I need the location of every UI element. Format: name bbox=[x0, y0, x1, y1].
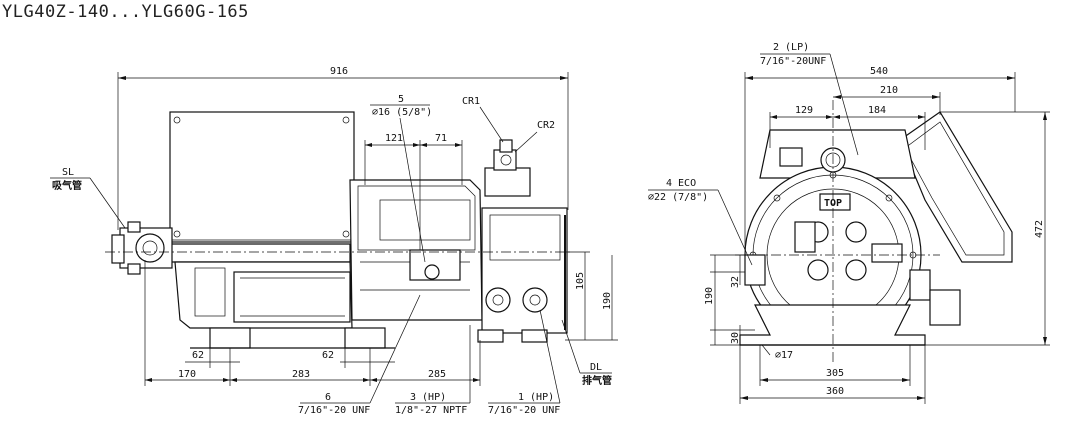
label-dl: DL bbox=[590, 362, 602, 373]
base-feet bbox=[739, 304, 926, 346]
label-c3-spec: 1/8"-27 NPTF bbox=[395, 405, 467, 416]
cr-valve-block bbox=[484, 167, 531, 197]
motor-housing-top bbox=[169, 243, 351, 263]
label-c1-num: 1 (HP) bbox=[518, 392, 554, 403]
label-c6-num: 6 bbox=[325, 392, 331, 403]
label-sl-cn: 吸气管 bbox=[52, 179, 82, 192]
top-badge bbox=[819, 193, 851, 211]
side-view bbox=[105, 111, 570, 349]
label-c3-num: 3 (HP) bbox=[410, 392, 446, 403]
label-c6-spec: 7/16"-20 UNF bbox=[298, 405, 370, 416]
dim-285: 285 bbox=[428, 369, 446, 380]
dim-121: 121 bbox=[385, 133, 403, 144]
dim-283: 283 bbox=[292, 369, 310, 380]
front-callouts: 2 (LP) 7/16"-20UNF 4 ECO ⌀22 (7/8") bbox=[648, 42, 859, 266]
label-c4-spec: ⌀22 (7/8") bbox=[648, 192, 708, 203]
left-foot bbox=[209, 327, 251, 349]
dim-105: 105 bbox=[575, 272, 586, 290]
dim-916: 916 bbox=[330, 66, 348, 77]
side-dimensions: 916 121 71 105 190 62 62 170 283 285 bbox=[117, 66, 618, 386]
dim-184: 184 bbox=[868, 105, 886, 116]
label-c2-spec: 7/16"-20UNF bbox=[760, 56, 826, 67]
label-c1-spec: 7/16"-20 UNF bbox=[488, 405, 560, 416]
label-c2-num: 2 (LP) bbox=[773, 42, 809, 53]
label-c4-num: 4 ECO bbox=[666, 178, 696, 189]
terminal-box bbox=[169, 111, 355, 243]
label-cr2: CR2 bbox=[537, 120, 555, 131]
dim-71: 71 bbox=[435, 133, 447, 144]
dim-62-mid: 62 bbox=[322, 350, 334, 361]
page-title: YLG40Z-140...YLG60G-165 bbox=[2, 2, 249, 22]
right-foot bbox=[344, 327, 386, 349]
dim-210: 210 bbox=[880, 85, 898, 96]
side-callouts: SL 吸气管 CR1 CR2 5 ⌀16 (5/8") 6 7/16"-20 U… bbox=[50, 94, 612, 416]
label-sl: SL bbox=[62, 167, 74, 178]
dim-472: 472 bbox=[1034, 220, 1045, 238]
label-cr1: CR1 bbox=[462, 96, 480, 107]
label-dl-cn: 排气管 bbox=[582, 374, 612, 387]
discharge-housing bbox=[481, 207, 568, 334]
label-c5-spec: ⌀16 (5/8") bbox=[372, 107, 432, 118]
dim-190-front: 190 bbox=[704, 287, 715, 305]
label-c5-num: 5 bbox=[398, 94, 404, 105]
dim-62-left: 62 bbox=[192, 350, 204, 361]
dim-30: 30 bbox=[730, 332, 741, 344]
dim-17: ⌀17 bbox=[775, 350, 793, 361]
dim-32: 32 bbox=[730, 276, 741, 288]
dim-540: 540 bbox=[870, 66, 888, 77]
motor-section bbox=[233, 271, 351, 323]
dim-360: 360 bbox=[826, 386, 844, 397]
front-dimensions: 540 210 129 184 472 32 190 30 ⌀17 bbox=[704, 66, 1050, 404]
front-view: TOP bbox=[735, 100, 1013, 365]
dim-305: 305 bbox=[826, 368, 844, 379]
dim-129: 129 bbox=[795, 105, 813, 116]
dim-190-side: 190 bbox=[602, 292, 613, 310]
dim-170: 170 bbox=[178, 369, 196, 380]
